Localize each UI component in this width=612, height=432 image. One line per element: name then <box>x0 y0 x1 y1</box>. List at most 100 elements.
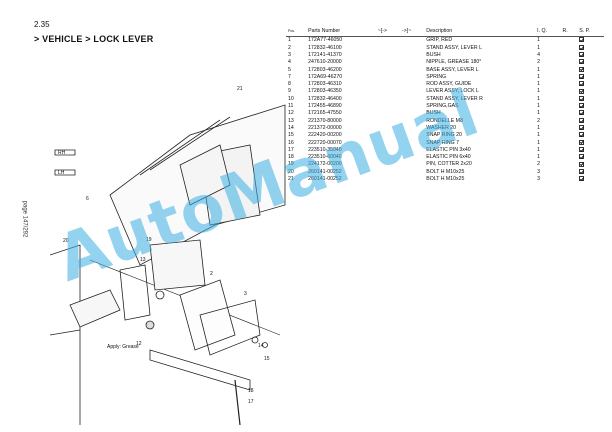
cell-description: NIPPLE, GREASE 180° <box>426 59 482 66</box>
cell-iq: 2 <box>537 117 541 124</box>
col-header-iq: I. Q. <box>535 26 561 37</box>
spare-part-checkbox[interactable] <box>579 117 585 123</box>
cell-pos: 15 <box>288 132 294 139</box>
callout-box-rh: RH <box>58 150 66 156</box>
spare-part-checkbox[interactable] <box>579 139 585 145</box>
table-row: 10 172832-46400 STAND ASSY, LEVER R 1 <box>286 95 604 102</box>
cell-iq: 1 <box>537 81 541 88</box>
cell-iq: 1 <box>537 95 541 102</box>
spare-part-checkbox[interactable] <box>579 154 585 160</box>
callout-2: 2 <box>210 271 213 277</box>
cell-description: SNAP RING 20 <box>426 132 462 139</box>
cell-description: BASE ASSY, LEVER L <box>426 66 479 73</box>
cell-pos: 21 <box>288 175 294 182</box>
callout-labels: RH LH 21 6 20 19 13 2 3 14 15 17 18 12 A… <box>58 86 270 405</box>
spare-part-checkbox[interactable] <box>579 161 585 167</box>
cell-pos: 18 <box>288 154 294 161</box>
spare-part-checkbox[interactable] <box>579 95 585 101</box>
spare-part-checkbox[interactable] <box>579 52 585 58</box>
cell-pos: 14 <box>288 124 294 131</box>
cell-part-number: 223510-35040 <box>308 146 342 153</box>
callout-box-lh: LH <box>58 170 65 176</box>
cell-iq: 1 <box>537 88 541 95</box>
spare-part-checkbox[interactable] <box>579 132 585 138</box>
cell-iq: 1 <box>537 124 541 131</box>
cell-part-number: 172803-46350 <box>308 88 342 95</box>
spare-part-checkbox[interactable] <box>579 103 585 109</box>
cell-description: SPRING <box>426 73 447 80</box>
spare-part-checkbox[interactable] <box>579 73 585 79</box>
machine-frame <box>50 104 286 425</box>
cell-part-number: 222420-00200 <box>308 132 342 139</box>
col-header-a: ~[-> <box>375 26 401 37</box>
cell-part-number: 222720-00070 <box>308 139 342 146</box>
cell-description: WASHER 20 <box>426 124 457 131</box>
col-header-part-number: Parts Number <box>306 26 376 37</box>
cell-pos: 4 <box>288 59 291 66</box>
cell-iq: 1 <box>537 132 541 139</box>
cell-iq: 1 <box>537 37 541 44</box>
cell-pos: 16 <box>288 139 294 146</box>
spare-part-checkbox[interactable] <box>579 81 585 87</box>
spare-part-checkbox[interactable] <box>579 44 585 50</box>
cell-description: RONDELLE M8 <box>426 117 463 124</box>
cell-part-number: 247610-20000 <box>308 59 342 66</box>
callout-18: 18 <box>248 388 254 394</box>
cell-iq: 2 <box>537 161 541 168</box>
cell-description: STAND ASSY, LEVER R <box>426 95 483 102</box>
cell-description: BOLT H M10x25 <box>426 168 465 175</box>
cell-iq: 2 <box>537 59 541 66</box>
cell-part-number: 221370-80000 <box>308 117 342 124</box>
cell-description: SNAP RING 7 <box>426 139 460 146</box>
cell-pos: 7 <box>288 73 291 80</box>
cell-iq: 1 <box>537 146 541 153</box>
spare-part-checkbox[interactable] <box>579 168 585 174</box>
col-header-pos: Pos. <box>286 26 307 37</box>
cell-part-number: 172832-46400 <box>308 95 342 102</box>
col-header-description: Description <box>424 26 536 37</box>
cell-pos: 10 <box>288 95 294 102</box>
table-row: 9 172803-46350 LEVER ASSY, LOCK L 1 <box>286 88 604 95</box>
spare-part-checkbox[interactable] <box>579 146 585 152</box>
callout-21: 21 <box>237 86 243 92</box>
spare-part-checkbox[interactable] <box>579 37 585 43</box>
table-row: 13 221370-80000 RONDELLE M8 2 <box>286 117 604 124</box>
spare-part-checkbox[interactable] <box>579 59 585 65</box>
spare-part-checkbox[interactable] <box>579 66 585 72</box>
cell-part-number: 172803-46200 <box>308 66 342 73</box>
spare-part-checkbox[interactable] <box>579 110 585 116</box>
cell-part-number: 223510-60040 <box>308 154 342 161</box>
cell-description: PIN, COTTER 2x20 <box>426 161 472 168</box>
callout-13: 13 <box>140 257 146 263</box>
cell-pos: 9 <box>288 88 291 95</box>
cell-iq: 4 <box>537 51 541 58</box>
spare-part-checkbox[interactable] <box>579 176 585 182</box>
cell-pos: 19 <box>288 161 294 168</box>
spare-part-checkbox[interactable] <box>579 125 585 131</box>
callout-20: 20 <box>63 238 69 244</box>
cell-description: STAND ASSY, LEVER L <box>426 44 482 51</box>
page-number: page 147/292 <box>21 200 28 238</box>
breadcrumb: > VEHICLE > LOCK LEVER <box>34 34 154 44</box>
cell-pos: 13 <box>288 117 294 124</box>
cell-pos: 12 <box>288 110 294 117</box>
cell-description: LEVER ASSY, LOCK L <box>426 88 479 95</box>
cell-pos: 20 <box>288 168 294 175</box>
diagram-note: Apply: Grease <box>107 344 139 350</box>
cell-part-number: 260141-00252 <box>308 168 342 175</box>
callout-19: 19 <box>146 237 152 243</box>
spare-part-checkbox[interactable] <box>579 88 585 94</box>
cell-pos: 5 <box>288 66 291 73</box>
cell-iq: 1 <box>537 154 541 161</box>
cell-iq: 3 <box>537 168 541 175</box>
